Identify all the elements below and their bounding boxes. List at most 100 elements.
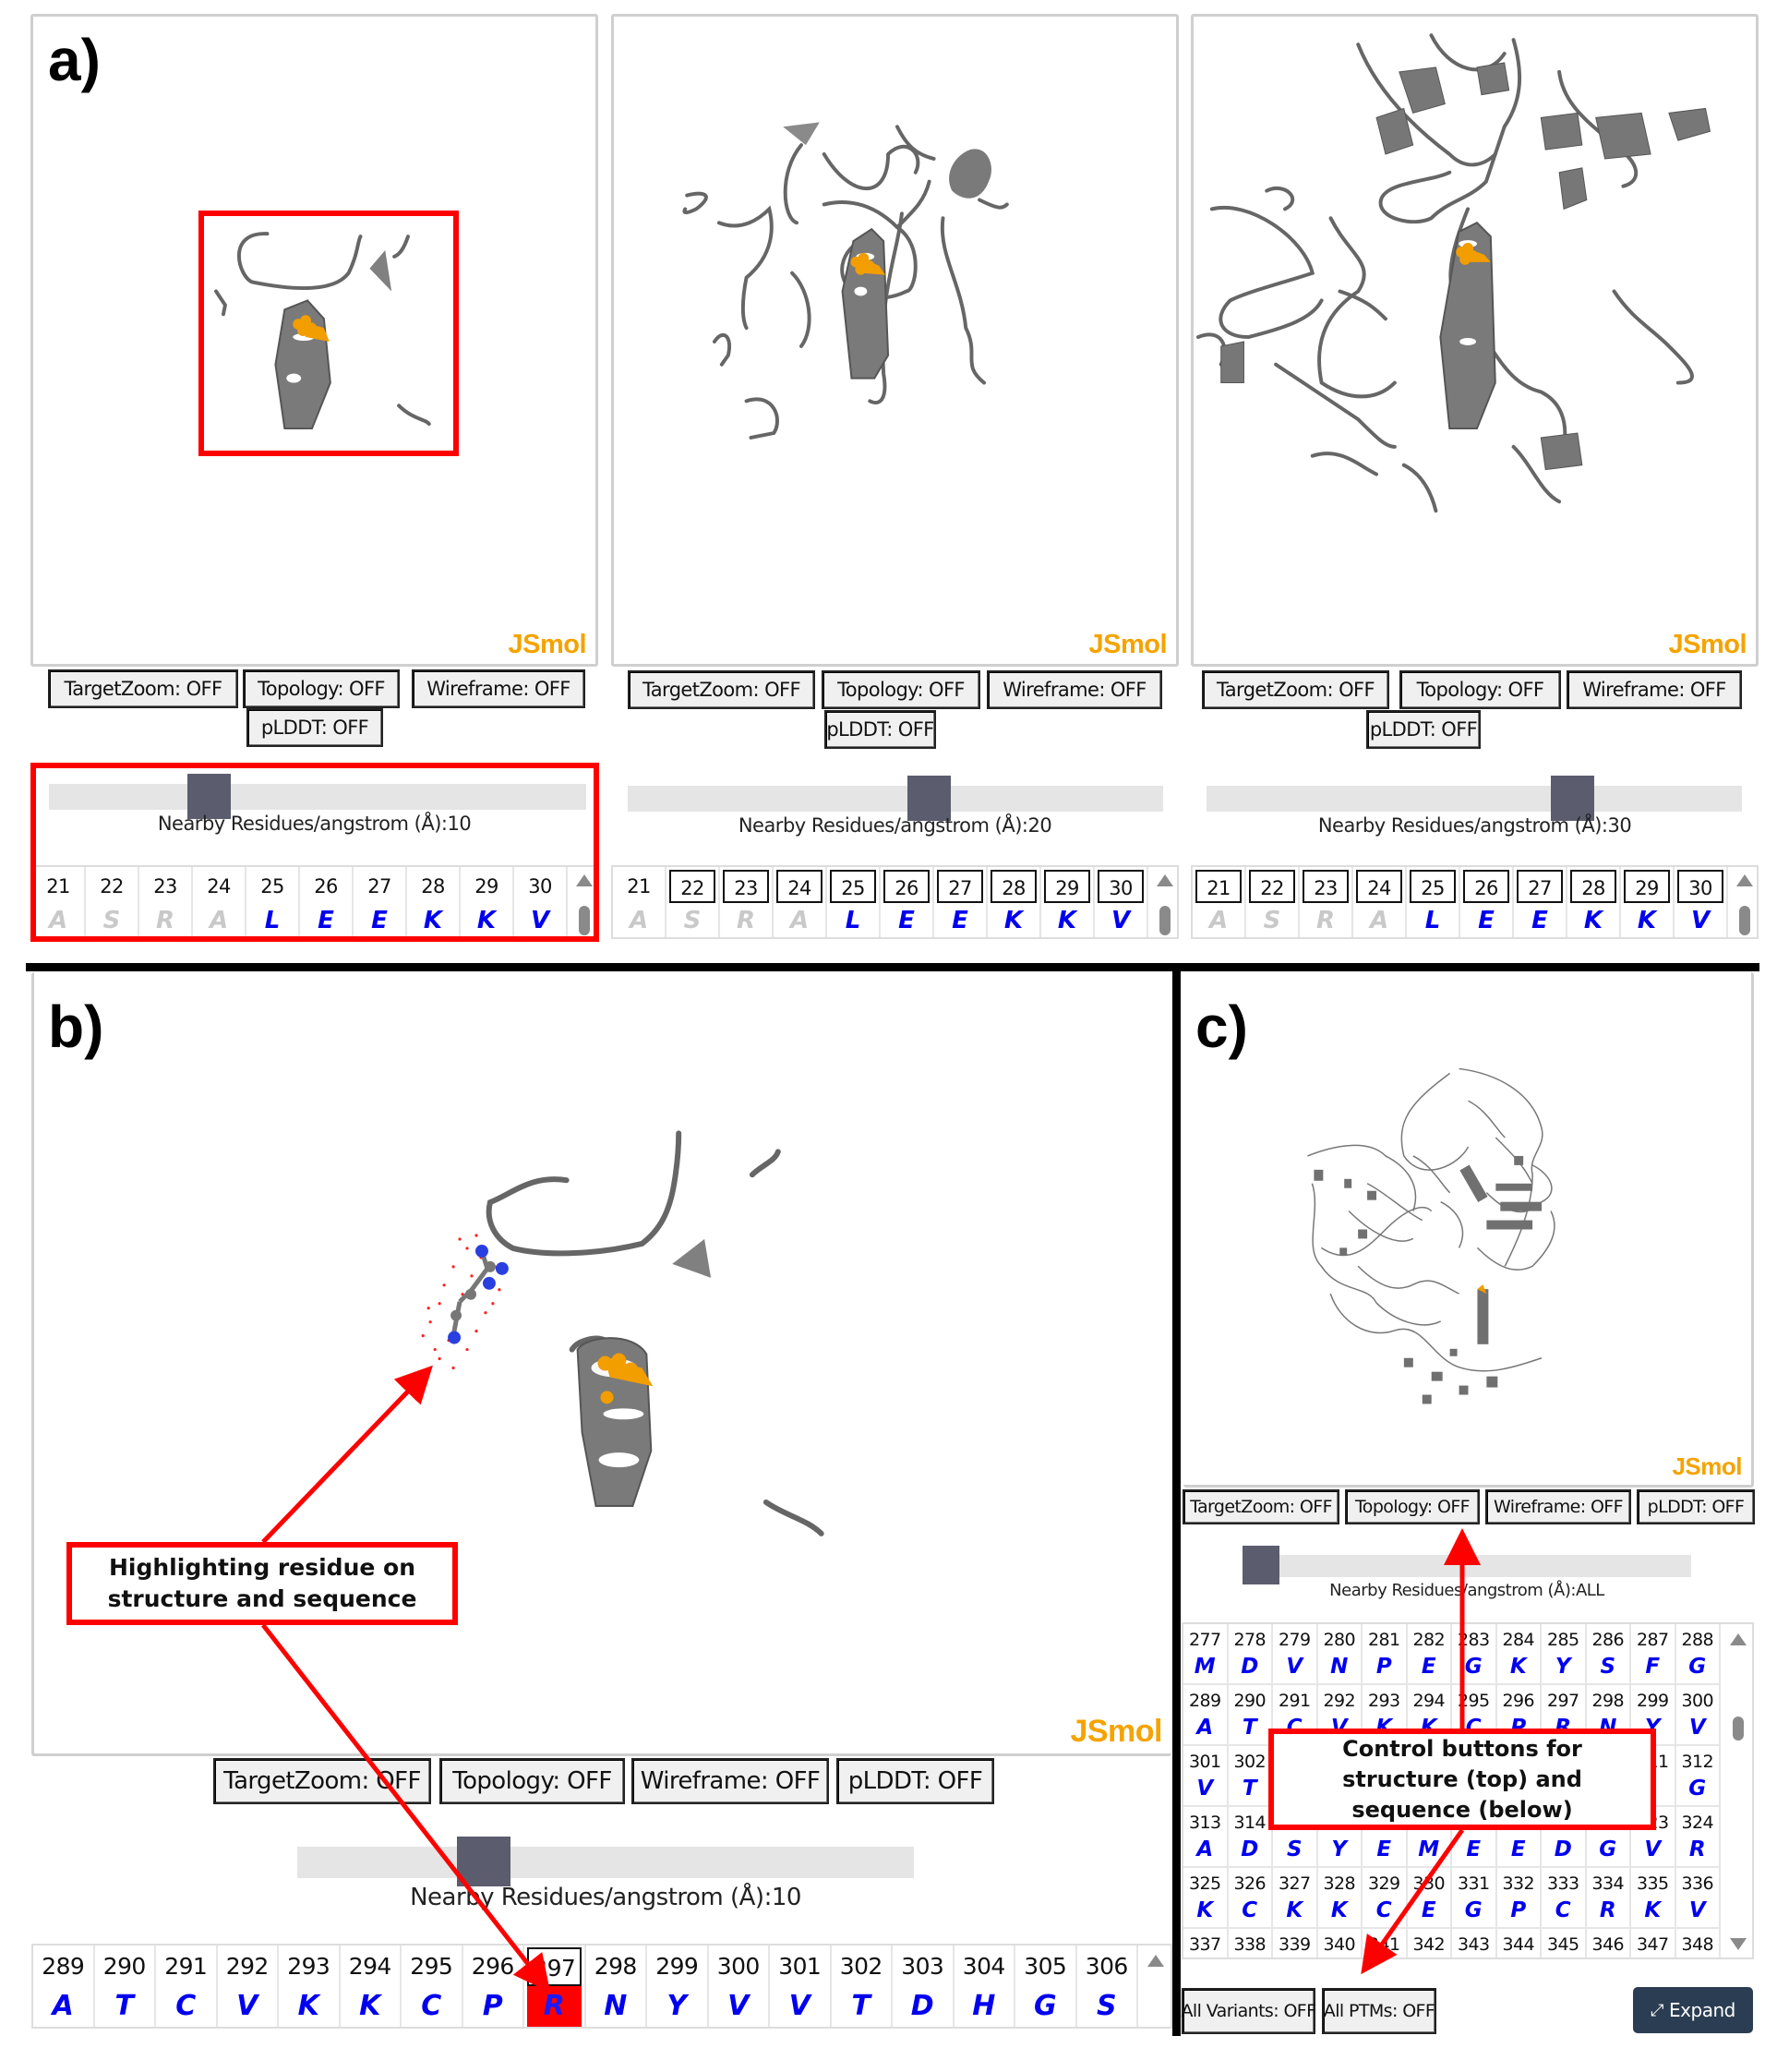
distance-slider-thumb[interactable] xyxy=(907,776,951,821)
wireframe-button[interactable]: Wireframe: OFF xyxy=(1567,670,1742,709)
residue-cell[interactable]: 345E xyxy=(1542,1929,1587,1958)
topology-button[interactable]: Topology: OFF xyxy=(243,669,400,708)
scroll-up-icon[interactable] xyxy=(576,874,593,886)
all-variants-button[interactable]: All Variants: OFF xyxy=(1182,1988,1316,2034)
topology-button[interactable]: Topology: OFF xyxy=(439,1758,625,1804)
scroll-thumb[interactable] xyxy=(1739,906,1750,935)
target-zoom-button[interactable]: TargetZoom: OFF xyxy=(1202,670,1389,709)
residue-cell[interactable]: 338N xyxy=(1229,1929,1273,1958)
scroll-up-icon[interactable] xyxy=(1736,874,1753,886)
sequence-scrollbar[interactable] xyxy=(1141,1946,1171,2027)
distance-slider-thumb[interactable] xyxy=(457,1837,510,1886)
structure-viewer-c[interactable]: JSmol xyxy=(1183,972,1754,1488)
scroll-down-icon[interactable] xyxy=(1730,1938,1747,1950)
residue-cell[interactable]: 341C xyxy=(1363,1929,1408,1958)
distance-slider-track[interactable] xyxy=(628,786,1163,812)
distance-slider-track[interactable] xyxy=(1207,786,1742,812)
plddt-button[interactable]: pLDDT: OFF xyxy=(1366,710,1481,749)
residue-cell[interactable]: 337C xyxy=(1183,1929,1229,1958)
structure-viewer-a1[interactable]: JSmol xyxy=(30,14,598,667)
structure-viewer-a3[interactable]: JSmol xyxy=(1191,14,1759,667)
sequence-scrollbar[interactable] xyxy=(1151,867,1177,937)
scroll-up-icon[interactable] xyxy=(1730,1633,1747,1645)
sequence-scrollbar[interactable] xyxy=(1723,1624,1752,1958)
topology-button[interactable]: Topology: OFF xyxy=(1345,1489,1480,1524)
topology-button[interactable]: Topology: OFF xyxy=(1399,670,1561,709)
wireframe-button[interactable]: Wireframe: OFF xyxy=(412,669,585,708)
residue-cell[interactable]: 339C xyxy=(1273,1929,1318,1958)
distance-slider-track[interactable] xyxy=(1243,1555,1691,1577)
target-zoom-button[interactable]: TargetZoom: OFF xyxy=(213,1758,431,1804)
plddt-button[interactable]: pLDDT: OFF xyxy=(1637,1489,1755,1524)
residue-cell[interactable]: 346K xyxy=(1587,1929,1631,1958)
residue-cell[interactable]: 348S xyxy=(1676,1929,1721,1958)
plddt-button[interactable]: pLDDT: OFF xyxy=(246,708,383,747)
residue-cell[interactable]: 344E xyxy=(1497,1929,1542,1958)
distance-slider-track[interactable] xyxy=(49,784,586,810)
sequence-scrollbar[interactable] xyxy=(1731,867,1757,937)
all-ptms-button[interactable]: All PTMs: OFF xyxy=(1322,1988,1436,2034)
structure-viewer-b[interactable]: JSmol xyxy=(31,972,1171,1756)
scroll-thumb[interactable] xyxy=(579,906,590,935)
expand-button[interactable]: ⤢ Expand xyxy=(1633,1987,1753,2033)
scroll-thumb[interactable] xyxy=(1159,906,1171,935)
residue-cell[interactable]: 342I xyxy=(1408,1929,1452,1958)
scroll-up-icon[interactable] xyxy=(1157,874,1173,886)
